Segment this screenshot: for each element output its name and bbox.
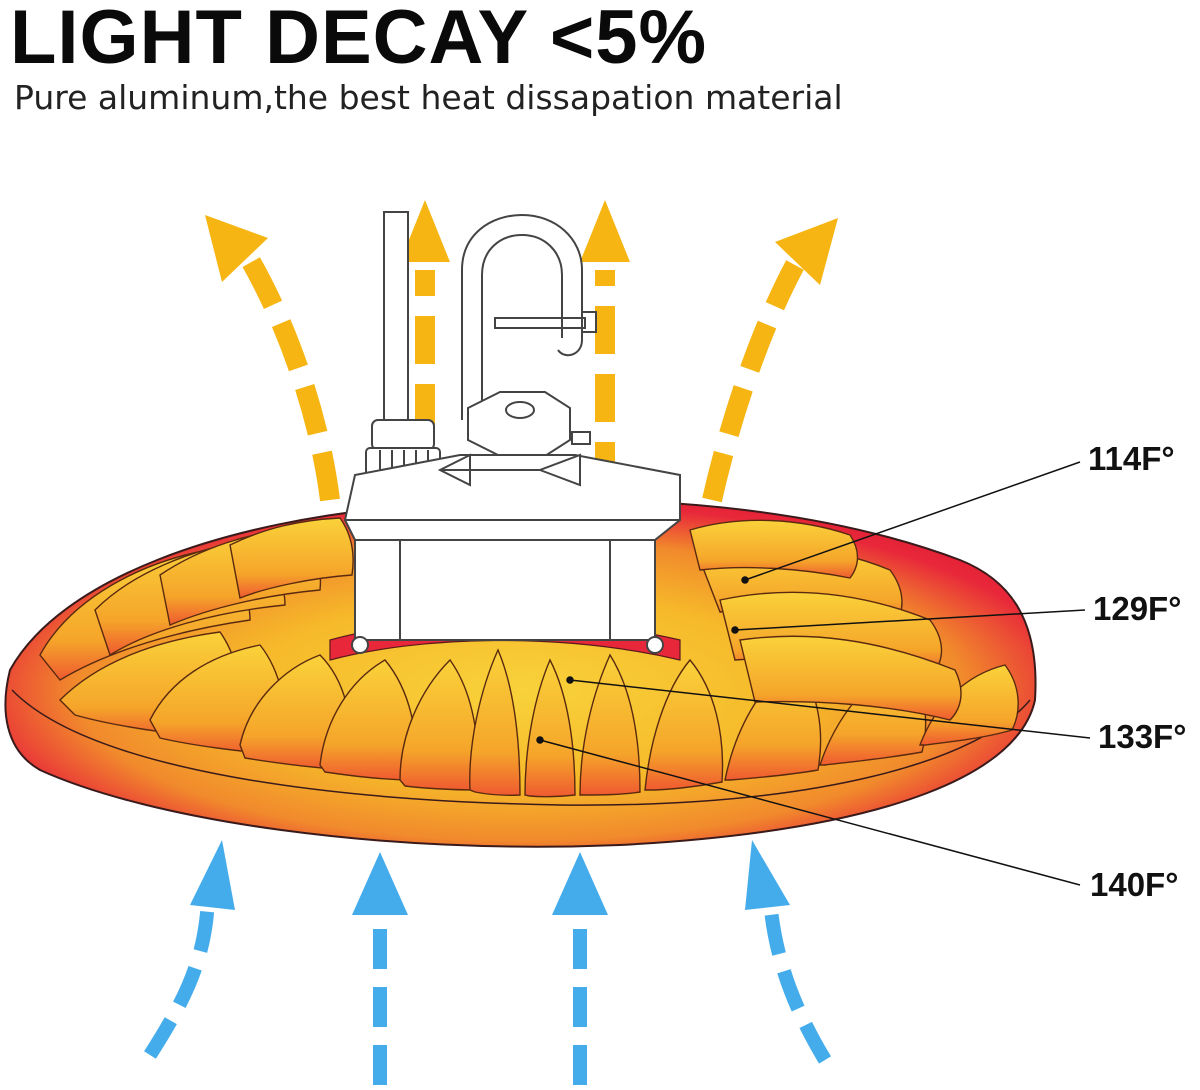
temp-label-114: 114F° bbox=[1088, 440, 1175, 477]
leader-133 bbox=[569, 679, 1091, 739]
hot-arrow-heads bbox=[205, 200, 838, 285]
leader-140 bbox=[539, 739, 1081, 886]
hot-head-3 bbox=[580, 200, 630, 262]
temp-label-133: 133F° bbox=[1098, 718, 1187, 755]
cool-arrow-4 bbox=[763, 899, 832, 1064]
cool-head-2 bbox=[352, 852, 408, 915]
hex-nut bbox=[467, 391, 571, 457]
cool-head-1 bbox=[190, 840, 235, 910]
driver-housing bbox=[343, 431, 681, 654]
cool-arrow-1 bbox=[144, 899, 215, 1059]
temp-label-129: 129F° bbox=[1093, 590, 1182, 627]
callout-leaders bbox=[536, 461, 1091, 886]
hot-arrow-4 bbox=[702, 260, 804, 503]
temp-label-140: 140F° bbox=[1090, 866, 1179, 903]
heatsink-fins bbox=[39, 517, 1019, 798]
cool-head-4 bbox=[745, 840, 790, 910]
headline: LIGHT DECAY <5% bbox=[10, 0, 708, 80]
hot-arrow-1 bbox=[241, 255, 340, 502]
cool-head-3 bbox=[552, 852, 608, 915]
leader-129 bbox=[734, 609, 1086, 631]
hot-head-4 bbox=[775, 218, 838, 285]
hot-head-2 bbox=[400, 200, 450, 262]
leader-114 bbox=[744, 461, 1081, 581]
cool-air-arrows bbox=[144, 899, 832, 1085]
cool-arrow-heads bbox=[190, 840, 790, 915]
subheadline: Pure aluminum,the best heat dissapation … bbox=[14, 78, 843, 117]
hot-head-1 bbox=[205, 215, 268, 282]
mounting-hook bbox=[461, 213, 597, 420]
